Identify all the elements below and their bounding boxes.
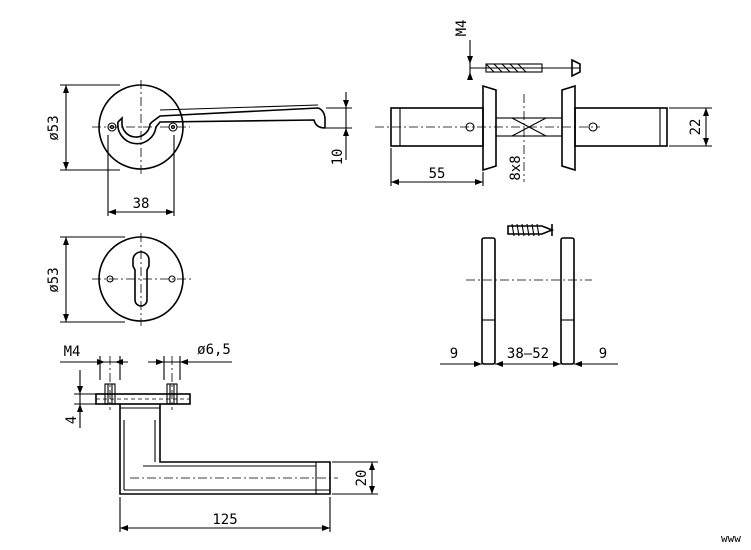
rose-diameter-label: ø53 xyxy=(46,115,62,140)
side-view-assembly: M4 55 8x8 22 xyxy=(375,20,712,186)
screw-thread-plan-label: M4 xyxy=(64,344,81,360)
screw-hole-left xyxy=(107,122,117,132)
lever-thickness-label: 22 xyxy=(688,119,704,136)
escutcheon-diameter-label: ø53 xyxy=(46,267,62,292)
spindle-square-label: 8x8 xyxy=(508,155,524,180)
right-rose-side xyxy=(561,84,576,172)
left-rose-section xyxy=(481,237,496,365)
right-rose-section xyxy=(560,237,575,365)
screw-hole-right xyxy=(168,122,178,132)
wood-screw-icon xyxy=(507,223,555,237)
door-thickness-label: 38–52 xyxy=(507,346,549,362)
spindle-length-label: 55 xyxy=(429,166,446,182)
door-section-view: 9 38–52 9 xyxy=(440,223,618,367)
screw-thread-label: M4 xyxy=(454,20,470,37)
front-view-lever: ø53 38 10 xyxy=(46,80,352,216)
front-view-keyhole: ø53 xyxy=(46,233,192,326)
left-rose-side xyxy=(482,84,497,172)
lever-offset-label: 10 xyxy=(330,149,346,166)
lever-height-label: 20 xyxy=(354,470,370,487)
screw-spacing-label: 38 xyxy=(133,196,150,212)
lever-outline xyxy=(117,107,326,145)
watermark: www xyxy=(721,532,741,545)
rose-thickness-right-label: 9 xyxy=(599,346,607,362)
lever-shank-plan xyxy=(119,404,331,495)
rose-thickness-left-label: 9 xyxy=(450,346,458,362)
plate-height-label: 4 xyxy=(64,416,80,424)
keyhole-cutout xyxy=(132,251,150,307)
right-lever-side xyxy=(574,107,668,147)
hole-diameter-label: ø6,5 xyxy=(197,342,231,358)
lever-length-label: 125 xyxy=(212,512,237,528)
screw-drawing-top: M4 xyxy=(454,20,581,80)
plan-view-lever: M4 ø6,5 4 20 125 xyxy=(60,342,378,532)
